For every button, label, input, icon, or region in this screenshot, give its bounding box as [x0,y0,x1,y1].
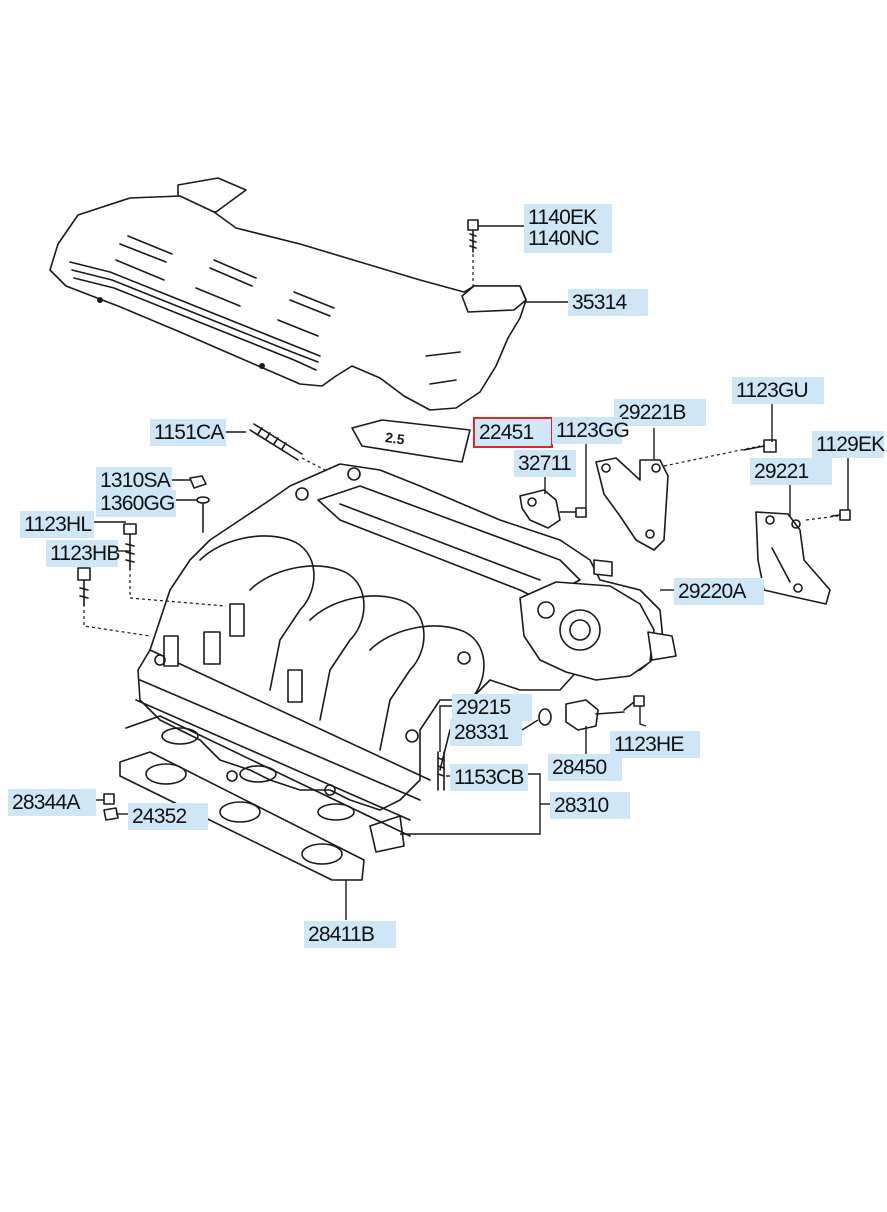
label-29221[interactable]: 29221 [750,458,832,485]
label-1123gg[interactable]: 1123GG [552,417,630,444]
leader-lines [94,225,849,920]
label-28310[interactable]: 28310 [550,792,630,819]
label-24352[interactable]: 24352 [128,803,208,830]
label-28450[interactable]: 28450 [548,754,622,781]
nut-1310sa-drawing [189,475,207,489]
stud-1153cb-drawing [437,751,445,791]
stud-1151ca-drawing [249,423,341,479]
label-29221b[interactable]: 29221B [614,399,706,426]
bracket-29221b-drawing [595,445,761,551]
plate-text: 2.5 [384,429,406,448]
label-32711[interactable]: 32711 [514,450,576,477]
bolt-1123gu-drawing [743,439,777,453]
washer-1360gg-drawing [196,496,210,533]
label-28331[interactable]: 28331 [450,719,522,746]
label-29215[interactable]: 29215 [452,694,532,721]
label-22451[interactable]: 22451 [473,417,553,448]
label-1310sa[interactable]: 1310SA [96,467,172,494]
label-35314[interactable]: 35314 [568,289,648,316]
engine-cover-drawing [49,177,527,411]
label-29220a[interactable]: 29220A [674,578,764,605]
bolt-1129ek-drawing [831,509,851,521]
label-1140nc: 1140NC [528,227,600,251]
label-28411b[interactable]: 28411B [304,921,396,948]
label-1129ek[interactable]: 1129EK [812,431,885,458]
gasket-28411b-drawing [119,751,365,881]
nut-28344a-drawing [103,793,115,805]
nut-24352-drawing [103,807,119,821]
bracket-32711-drawing [519,489,587,529]
bracket-29221-drawing [755,511,839,605]
screw-1140ek-drawing [467,219,479,290]
gasket-upper-drawing [125,715,411,837]
label-28344a[interactable]: 28344A [8,789,96,816]
label-1153cb[interactable]: 1153CB [450,764,528,791]
label-1123he[interactable]: 1123HE [610,731,700,758]
label-1123hl[interactable]: 1123HL [20,511,94,538]
label-1360gg[interactable]: 1360GG [96,490,176,517]
sensor-28450-drawing [538,695,645,731]
label-1140ek-1140nc[interactable]: 1140EK 1140NC [524,204,612,253]
label-1123gu[interactable]: 1123GU [732,377,824,404]
intake-manifold-drawing [135,463,665,853]
label-1140ek: 1140EK [528,206,597,229]
bolt-1123hb-drawing [77,567,151,637]
label-1123hb[interactable]: 1123HB [46,540,120,567]
label-1151ca[interactable]: 1151CA [150,419,226,446]
name-plate-drawing: 2.5 [351,419,471,463]
bolt-1123hl-drawing [123,523,227,607]
throttle-body-drawing [519,559,677,681]
